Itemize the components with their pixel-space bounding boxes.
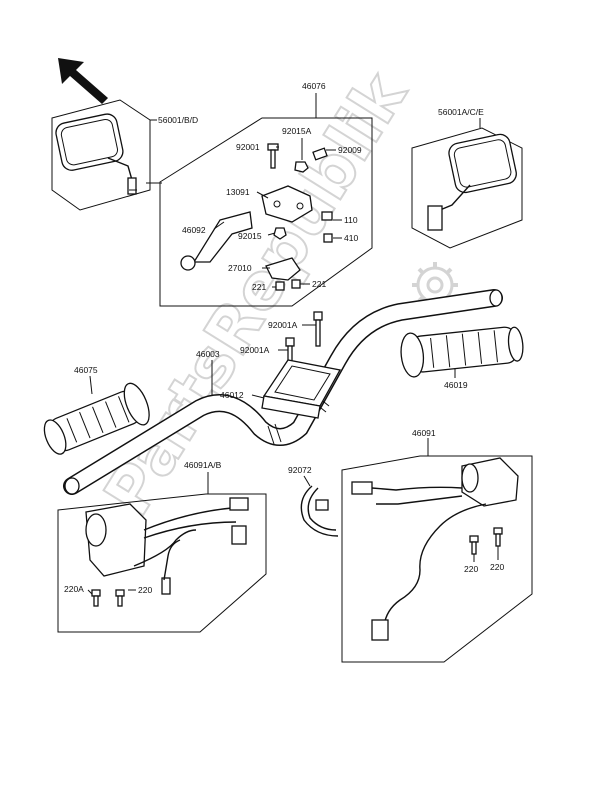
label-92072: 92072	[288, 465, 312, 475]
label-46012: 46012	[220, 390, 244, 400]
label-46092: 46092	[182, 225, 206, 235]
arrow-up-left-icon	[58, 58, 108, 104]
label-92001: 92001	[236, 142, 260, 152]
label-46019: 46019	[444, 380, 468, 390]
watermark: PartsRepublik	[90, 59, 458, 529]
left-mirror-group	[51, 99, 157, 211]
lever-kit-group	[146, 93, 373, 307]
label-92001a-mid: 92001A	[240, 345, 270, 355]
label-46091: 46091	[412, 428, 436, 438]
label-46003: 46003	[196, 349, 220, 359]
label-46075: 46075	[74, 365, 98, 375]
handlebar	[63, 289, 503, 495]
clamp	[300, 475, 339, 537]
label-92015a: 92015A	[282, 126, 312, 136]
label-46076: 46076	[302, 81, 326, 91]
label-220-left: 220	[138, 585, 152, 595]
label-92009: 92009	[338, 145, 362, 155]
handlebar-holder	[251, 311, 342, 419]
label-92001a-top: 92001A	[268, 320, 298, 330]
label-220-right-a: 220	[464, 564, 478, 574]
label-92015: 92015	[238, 231, 262, 241]
label-46091a-b: 46091A/B	[184, 460, 222, 470]
right-switch-group	[341, 438, 533, 663]
right-mirror-group	[411, 118, 523, 249]
label-56001-b-d: 56001/B/D	[158, 115, 198, 125]
label-220-right-b: 220	[490, 562, 504, 572]
label-221-left: 221	[252, 282, 266, 292]
part-labels: 46076 56001/B/D 56001A/C/E 92001 92015A …	[64, 81, 504, 595]
label-56001a-c-e: 56001A/C/E	[438, 107, 484, 117]
label-27010: 27010	[228, 263, 252, 273]
label-110: 110	[344, 215, 358, 225]
left-switch-group	[57, 472, 267, 633]
label-220a: 220A	[64, 584, 84, 594]
label-221-right: 221	[312, 279, 326, 289]
left-grip	[43, 375, 150, 455]
right-grip	[400, 326, 524, 378]
label-13091: 13091	[226, 187, 250, 197]
label-410: 410	[344, 233, 358, 243]
